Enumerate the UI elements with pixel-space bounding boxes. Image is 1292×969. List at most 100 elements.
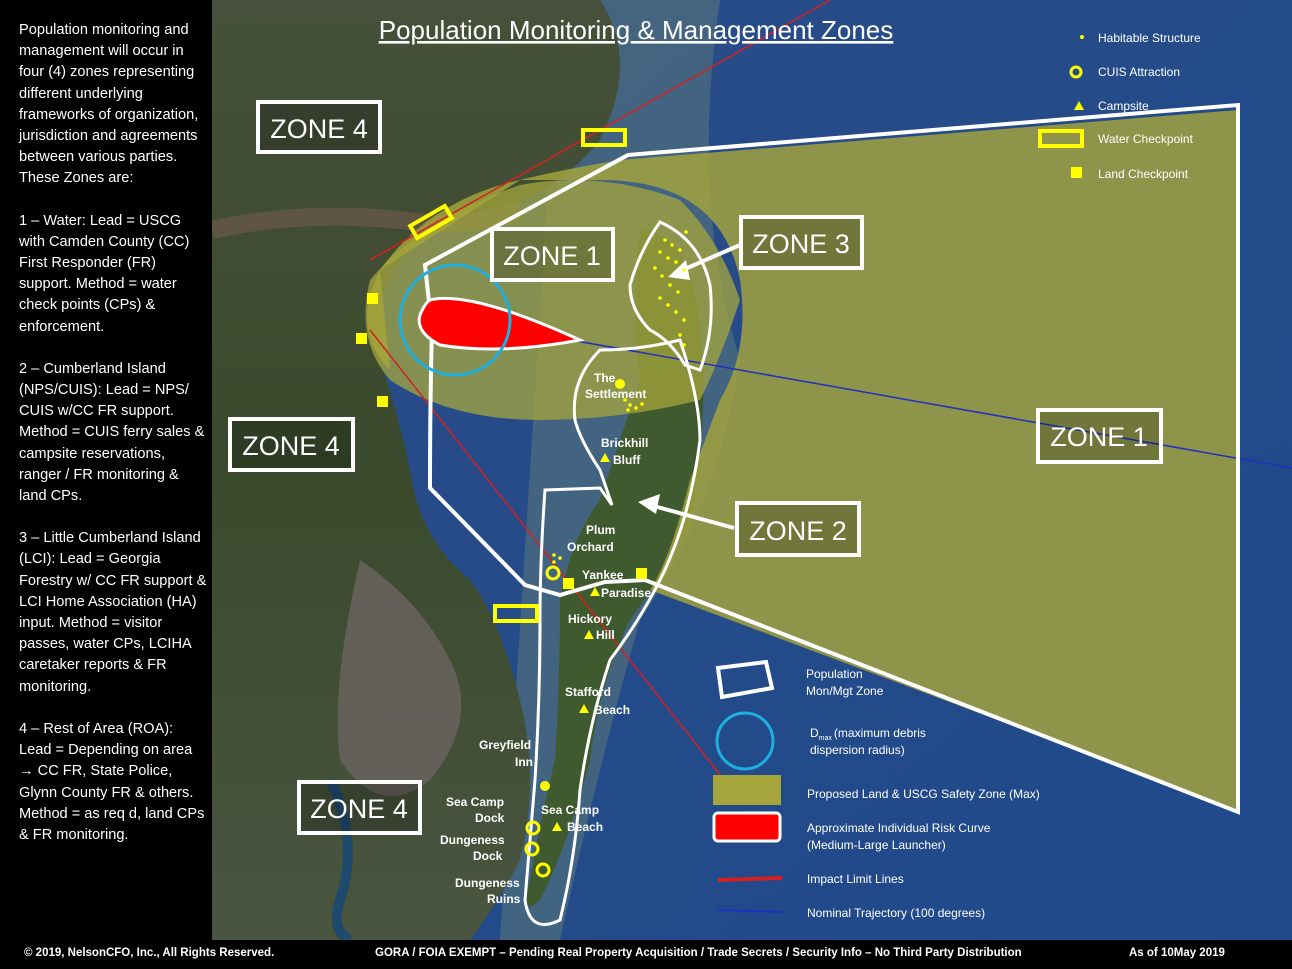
legend-dmax-label: Dmax(maximum debris [810, 726, 926, 742]
legend-markers: Habitable Structure CUIS Attraction Camp… [1038, 31, 1201, 181]
zone4-label-top-text: ZONE 4 [270, 114, 368, 144]
river-channel [325, 777, 353, 940]
place-greyfield-inn: Greyfield [479, 738, 531, 752]
mainland [212, 0, 620, 940]
legend-safety-icon [713, 775, 781, 805]
place-dungeness-ruins: Dungeness [455, 876, 520, 890]
campsite [590, 587, 600, 596]
footer-copyright: © 2019, NelsonCFO, Inc., All Rights Rese… [24, 947, 275, 959]
zone3-label-text: ZONE 3 [752, 229, 850, 259]
water-checkpoint [493, 604, 539, 623]
place-dungeness-dock: Dungeness [440, 833, 505, 847]
legend-dmax-subscript: max [819, 735, 833, 742]
water-checkpoint [581, 128, 627, 147]
cuis-attraction [535, 862, 551, 878]
zone4-label-top: ZONE 4 [256, 100, 382, 154]
habitable-structures-settlement [552, 398, 644, 564]
zone4-label-mid-text: ZONE 4 [242, 431, 340, 461]
zone2-arrow [638, 494, 735, 530]
map-title: Population Monitoring & Management Zones [379, 15, 894, 45]
zone4-label-bottom: ZONE 4 [297, 780, 422, 835]
zone2-description: 2 – Cumberland Island (NPS/CUIS): Lead =… [19, 360, 205, 505]
legend-water-cp-icon [1038, 129, 1084, 148]
cuis-attraction [545, 565, 561, 581]
legend-safety-label: Proposed Land & USCG Safety Zone (Max) [807, 787, 1040, 801]
place-yankee-paradise: Yankee [582, 568, 624, 582]
cuis-attraction [540, 781, 550, 791]
zone3-description: 3 – Little Cumberland Island (LCI): Lead… [19, 530, 207, 695]
legend-risk-label: Approximate Individual Risk Curve [807, 821, 991, 835]
place-hickory-hill-2: Hill [596, 628, 615, 642]
zone4-description: 4 – Rest of Area (ROA): Lead = Depending… [19, 720, 205, 843]
campsite [600, 453, 610, 462]
legend-habitable-icon [1080, 35, 1084, 39]
cuis-attraction [524, 841, 540, 857]
campsite [552, 822, 562, 831]
zone4-label-mid: ZONE 4 [228, 417, 355, 472]
risk-curve [417, 296, 585, 351]
place-stafford-beach-2: Beach [594, 703, 630, 717]
legend-areas: Population Mon/Mgt Zone Dmax(maximum deb… [712, 659, 1040, 920]
legend-impact-label: Impact Limit Lines [807, 872, 904, 886]
legend-land-cp-icon [1071, 167, 1082, 178]
legend-risk-label-2: (Medium-Large Launcher) [807, 838, 946, 852]
water-checkpoint [407, 203, 455, 241]
dmax-circle [398, 263, 512, 377]
land-checkpoint [367, 293, 378, 304]
zone1-label-left: ZONE 1 [490, 227, 615, 282]
zone1-label-left-text: ZONE 1 [503, 241, 601, 271]
zone1-label-right: ZONE 1 [1036, 408, 1163, 464]
place-sea-camp-beach-2: Beach [567, 820, 603, 834]
place-hickory-hill: Hickory [568, 612, 612, 626]
land-checkpoint [563, 578, 574, 589]
zone4-label-bottom-text: ZONE 4 [310, 794, 408, 824]
place-the-settlement-2: Settlement [585, 387, 646, 401]
place-dungeness-ruins-2: Ruins [487, 892, 521, 906]
legend-trajectory-label: Nominal Trajectory (100 degrees) [807, 906, 985, 920]
land-checkpoint [356, 333, 367, 344]
place-sea-camp-dock-2: Dock [475, 811, 505, 825]
zone2-label: ZONE 2 [735, 501, 861, 557]
place-the-settlement: The [594, 371, 616, 385]
legend-campsite-icon [1074, 101, 1084, 110]
legend-water-cp-label: Water Checkpoint [1098, 132, 1194, 146]
place-brickhill-bluff-2: Bluff [613, 453, 641, 467]
zone3-arrow [668, 243, 741, 280]
legend-cuis-label: CUIS Attraction [1098, 65, 1180, 79]
place-stafford-beach: Stafford [565, 685, 611, 699]
legend-dmax-icon [715, 711, 775, 771]
legend-pop-zone-icon [715, 659, 775, 700]
intro-text: Population monitoring and management wil… [19, 22, 199, 187]
legend-dmax-label-2: dispersion radius) [810, 743, 905, 757]
cuis-attraction [525, 820, 541, 836]
marsh-flats [337, 560, 462, 796]
legend-dmax-symbol: D [810, 726, 819, 740]
cuis-attraction [615, 379, 625, 389]
legend-risk-icon [712, 811, 782, 843]
legend-dmax-text: (maximum debris [834, 726, 926, 740]
legend-trajectory-icon [717, 909, 783, 913]
footer-date: As of 10May 2019 [1129, 947, 1225, 959]
land-checkpoint [377, 396, 388, 407]
satellite-map: Population Monitoring & Management Zones… [212, 0, 1292, 940]
zone1-outline [422, 102, 1240, 815]
zone1-label-right-text: ZONE 1 [1050, 422, 1148, 452]
zone-description-panel: Population monitoring and management wil… [0, 0, 212, 940]
place-brickhill-bluff: Brickhill [601, 436, 648, 450]
campsite [579, 704, 589, 713]
place-dungeness-dock-2: Dock [473, 849, 503, 863]
legend-pop-zone-label: Population [806, 667, 863, 681]
place-greyfield-inn-2: Inn [515, 755, 533, 769]
zone1-description: 1 – Water: Lead = USCG with Camden Count… [19, 212, 190, 335]
legend-land-cp-label: Land Checkpoint [1098, 167, 1189, 181]
legend-campsite-label: Campsite [1098, 99, 1149, 113]
campsite [584, 630, 594, 639]
zone3-outline [628, 220, 713, 372]
legend-impact-icon [717, 876, 783, 882]
legend-habitable-label: Habitable Structure [1098, 31, 1201, 45]
place-sea-camp-beach: Sea Camp [541, 803, 599, 817]
land-checkpoint [636, 568, 647, 579]
zone3-label: ZONE 3 [739, 215, 864, 270]
safety-zone [367, 110, 1239, 810]
